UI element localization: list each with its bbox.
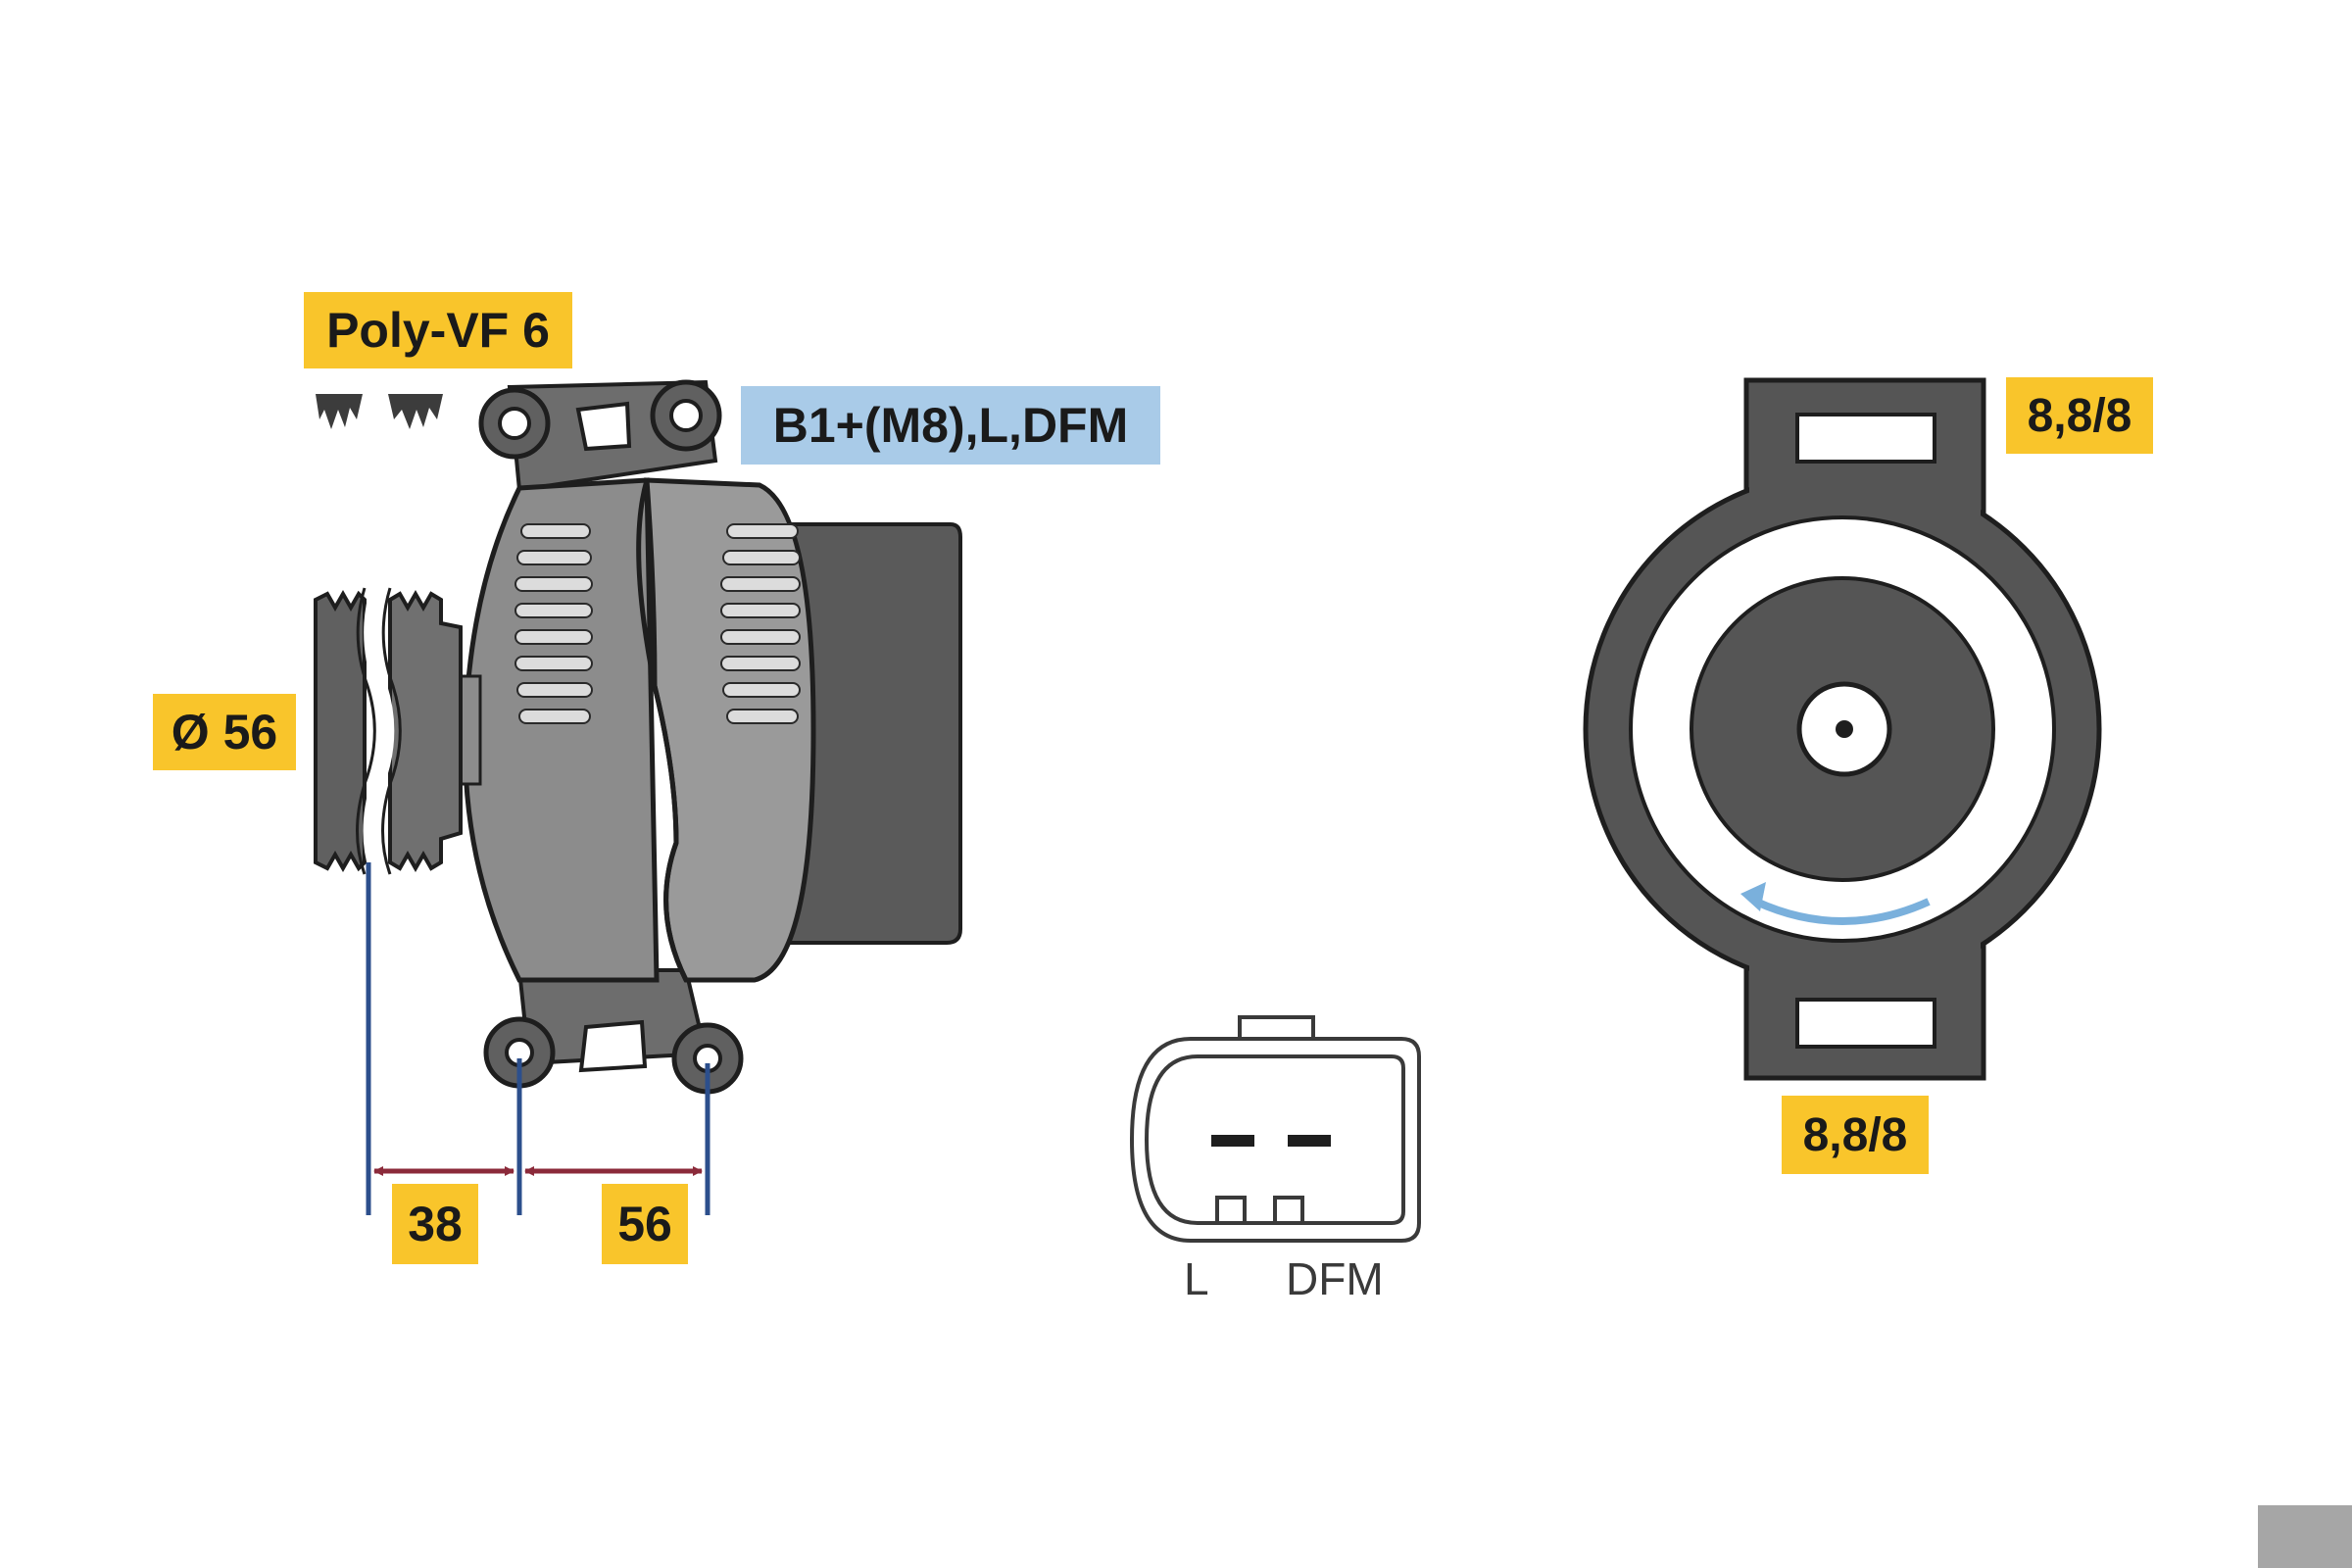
dimension-38-label: 38 xyxy=(392,1184,478,1264)
alternator-side-view xyxy=(314,379,962,1095)
pulley-diameter-label: Ø 56 xyxy=(153,694,296,770)
alternator-front-view xyxy=(1583,377,2102,1081)
corner-block xyxy=(2258,1505,2352,1568)
connector-pin-l-label: L xyxy=(1184,1253,1209,1304)
mount-hole-bottom-label: 8,8/8 xyxy=(1782,1096,1929,1174)
mount-hole-top-label: 8,8/8 xyxy=(2006,377,2153,454)
dimension-lines xyxy=(366,862,710,1215)
pulley-type-label: Poly-VF 6 xyxy=(304,292,572,368)
belt-profile-icon xyxy=(316,394,443,429)
connector-plug xyxy=(1129,1015,1421,1243)
rotation-arrow-icon xyxy=(1740,882,1931,925)
terminals-label: B1+(M8),L,DFM xyxy=(741,386,1160,465)
pulley xyxy=(314,585,463,877)
dimension-56-label: 56 xyxy=(602,1184,688,1264)
connector-pin-dfm-label: DFM xyxy=(1286,1253,1384,1304)
